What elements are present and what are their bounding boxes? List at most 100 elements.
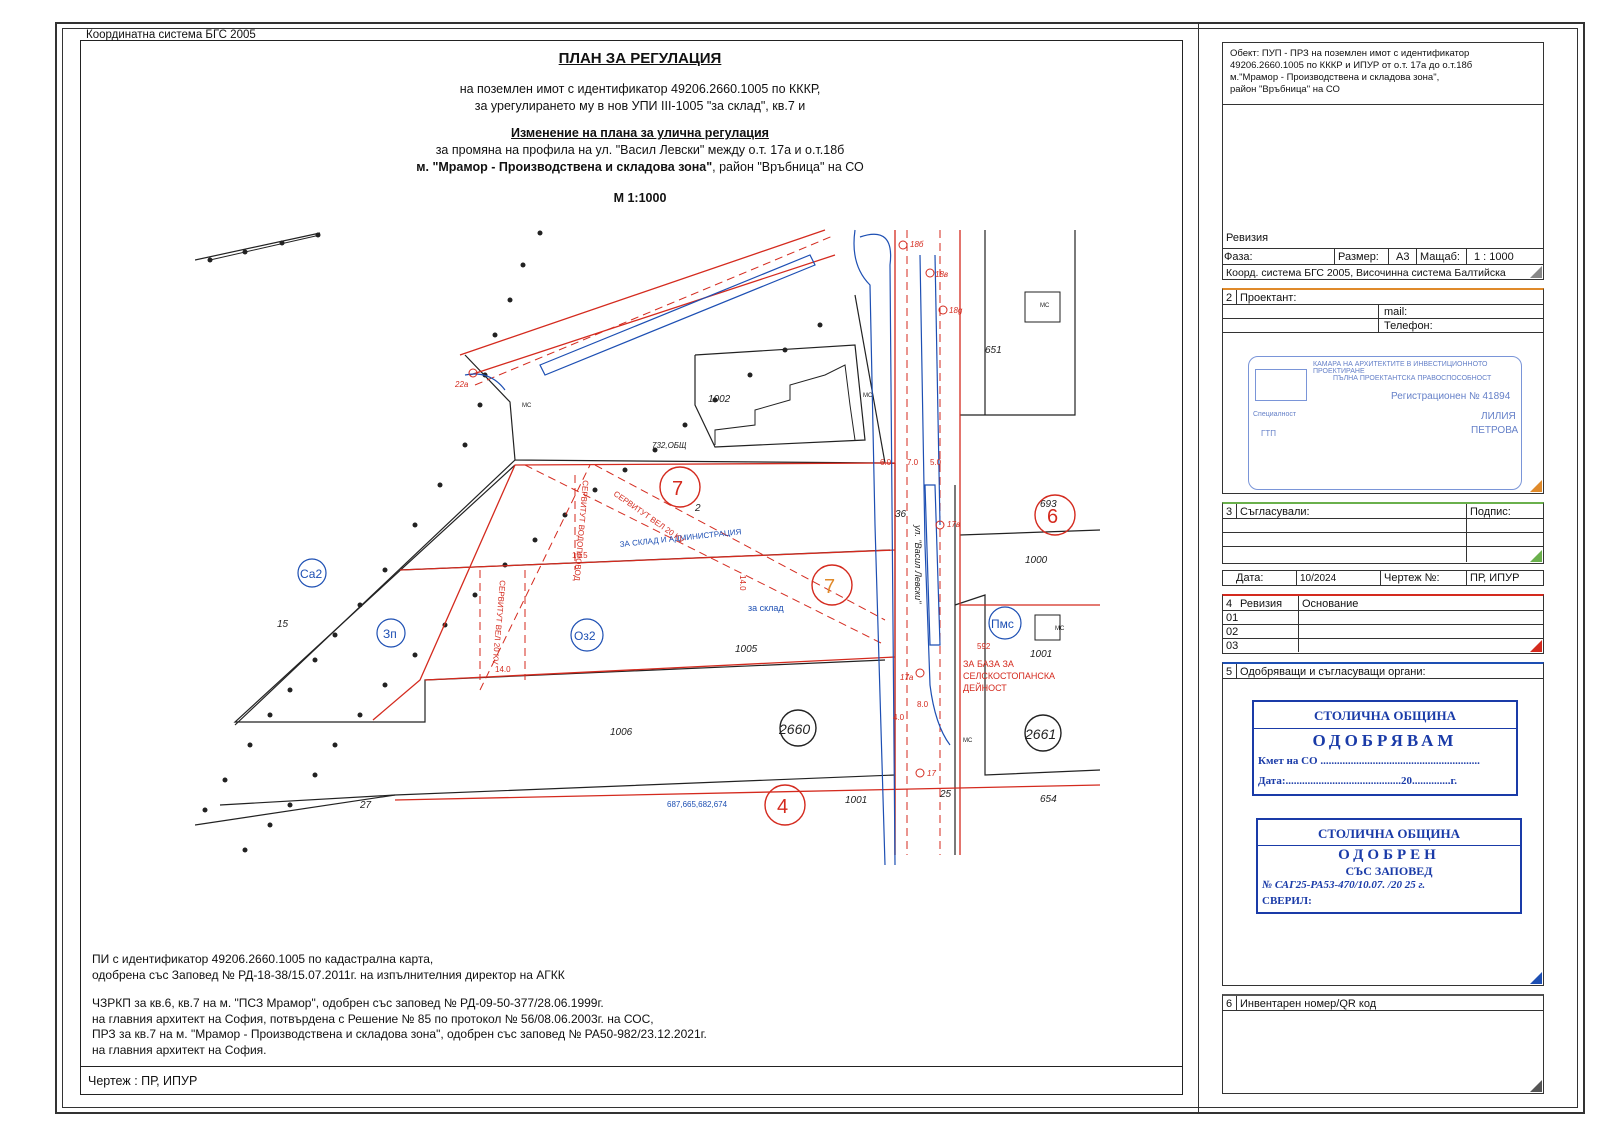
outer-frame xyxy=(55,22,1585,1114)
drawing-sep-2 xyxy=(1466,570,1467,586)
mc-box-2 xyxy=(1034,614,1061,641)
designer-stamp: КАМАРА НА АРХИТЕКТИТЕ В ИНВЕСТИЦИОННОТО … xyxy=(1248,356,1522,490)
drawing-panel xyxy=(80,40,1183,1095)
s3-line-1 xyxy=(1222,518,1544,519)
parcel-592: 592 xyxy=(977,642,991,651)
coord-system-label: Координатна система БГС 2005 xyxy=(86,29,256,41)
corner-mark-2 xyxy=(1530,480,1542,492)
regulation-map: Са2 Зп Оз2 Пмс 7 7 6 4 2660 2661 1002 10… xyxy=(195,229,1100,866)
parcel-1005: 1005 xyxy=(735,644,758,655)
plan-scale: М 1:1000 xyxy=(613,191,667,205)
revisions-col: Ревизия xyxy=(1240,598,1283,610)
zone-3p-label: Зп xyxy=(383,627,397,641)
date-row xyxy=(1222,570,1544,586)
designer-label: Проектант: xyxy=(1240,292,1297,304)
order-sub: СЪС ЗАПОВЕД xyxy=(1345,864,1433,878)
object-box xyxy=(1222,42,1544,280)
ot-18b: 18б xyxy=(910,240,924,249)
title-line-3: за промяна на профила на ул. "Васил Левс… xyxy=(435,143,845,157)
size-label: Размер: xyxy=(1338,251,1379,263)
title-line-4-bold: м. "Мрамор - Производствена и складова з… xyxy=(416,160,713,174)
s2-sep xyxy=(1236,290,1237,304)
upi-multi-label: 687,665,682,674 xyxy=(667,800,728,809)
s4-line-2 xyxy=(1222,624,1544,625)
drawing-label: Чертеж №: xyxy=(1384,572,1440,584)
size-sep xyxy=(1388,248,1389,264)
scale-value: 1 : 1000 xyxy=(1474,251,1514,263)
zone-o32-label: Оз2 xyxy=(574,629,596,643)
parcel-651: 651 xyxy=(985,345,1002,356)
mail-label: mail: xyxy=(1384,306,1408,318)
order-org: СТОЛИЧНА ОБЩИНА xyxy=(1317,826,1461,841)
block-4-label: 4 xyxy=(777,796,788,818)
parcel-25: 25 xyxy=(939,789,952,800)
parcel-1000: 1000 xyxy=(1025,555,1048,566)
parcel-732: 732,ОБЩ xyxy=(652,441,687,450)
section-3-num: 3 xyxy=(1226,506,1233,518)
ot-22a: 22а xyxy=(454,380,469,389)
mc-label-2: МС xyxy=(863,393,873,399)
ot-18v: 18в xyxy=(935,270,948,279)
approve-org: СТОЛИЧНА ОБЩИНА xyxy=(1313,708,1457,723)
regulation-lines xyxy=(372,229,1100,855)
dim-4-0: 4.0 xyxy=(893,713,905,722)
mc-label-3: МС xyxy=(522,403,532,409)
s2-sep-2 xyxy=(1378,304,1379,332)
upi-sklad-label: за склад xyxy=(748,603,784,613)
zone-co2-label: Са2 xyxy=(300,567,322,581)
sign-label: Подпис: xyxy=(1470,506,1511,518)
date-label: Дата: xyxy=(1236,572,1264,584)
object-line-1: Обект: ПУП - ПРЗ на поземлен имот с иден… xyxy=(1230,48,1470,59)
scale-label: Мащаб: xyxy=(1420,251,1460,263)
object-text: Обект: ПУП - ПРЗ на поземлен имот с иден… xyxy=(1230,48,1472,96)
note-line-6: на главния архитект на София. xyxy=(92,1042,267,1057)
zone-pms-label: Пмс xyxy=(991,617,1014,631)
note-plans: ЧЗРКП за кв.6, кв.7 на м. "ПСЗ Мрамор", … xyxy=(92,996,707,1058)
s2-line-1 xyxy=(1222,304,1544,305)
section-2-num: 2 xyxy=(1226,292,1233,304)
notes-block: ПИ с идентификатор 49206.2660.1005 по ка… xyxy=(92,952,707,1071)
corner-mark-1 xyxy=(1530,266,1542,278)
s3-sign-sep xyxy=(1466,504,1467,562)
block-6-label: 6 xyxy=(1047,506,1058,528)
title-line-4: м. "Мрамор - Производствена и складова з… xyxy=(330,159,950,176)
dim-6-0: 6.0 xyxy=(880,458,892,467)
designer-chamber: КАМАРА НА АРХИТЕКТИТЕ В ИНВЕСТИЦИОННОТО … xyxy=(1313,361,1488,375)
s6-line xyxy=(1222,1010,1544,1011)
inner-frame xyxy=(62,28,1578,1108)
block-2661-label: 2661 xyxy=(1024,726,1056,742)
object-line-2: 49206.2660.1005 по КККР и ИПУР от о.т. 1… xyxy=(1230,60,1473,71)
title-line-1: на поземлен имот с идентификатор 49206.2… xyxy=(459,82,821,96)
rev-01: 01 xyxy=(1226,612,1239,624)
phase-top-line xyxy=(1222,248,1544,249)
agreement-box xyxy=(1222,502,1544,564)
mc-label-4: МС xyxy=(1055,626,1065,632)
parcel-15: 15 xyxy=(277,619,289,630)
ot-17: 17 xyxy=(927,769,936,778)
block-7a-label: 7 xyxy=(672,478,683,500)
footer-drawing: Чертеж : ПР, ИПУР xyxy=(88,1074,198,1088)
phase-label: Фаза: xyxy=(1224,251,1253,263)
object-divider xyxy=(1222,104,1544,105)
scale-sep xyxy=(1416,248,1417,264)
phase-sep xyxy=(1334,248,1335,264)
parcel-1002: 1002 xyxy=(708,394,731,405)
designer-name-1: ЛИЛИЯ xyxy=(1481,411,1516,422)
rev-02: 02 xyxy=(1226,626,1239,638)
base-line-2: СЕЛСКОСТОПАНСКА xyxy=(963,671,1055,681)
approve-mayor: Кмет на СО .............................… xyxy=(1258,755,1480,767)
note-line-5: ПРЗ за кв.7 на м. "Мрамор - Производстве… xyxy=(92,1027,707,1041)
designer-name-2: ПЕТРОВА xyxy=(1471,425,1519,436)
s4-line-1 xyxy=(1222,610,1544,611)
s3-line-3 xyxy=(1222,546,1544,547)
order-divider xyxy=(1258,845,1520,846)
corner-mark-5 xyxy=(1530,972,1542,984)
drawing-value: ПР, ИПУР xyxy=(1470,572,1520,584)
mc-label-5: МС xyxy=(963,738,973,744)
block-7b-label: 7 xyxy=(824,576,835,598)
agreed-label: Съгласували: xyxy=(1240,506,1310,518)
street-name: ул. "Васил Левски" xyxy=(913,524,923,604)
coord-row-line xyxy=(1222,264,1544,265)
plan-title: ПЛАН ЗА РЕГУЛАЦИЯ xyxy=(558,50,722,67)
approve-word: ОДОБРЯВАМ xyxy=(1312,731,1458,750)
